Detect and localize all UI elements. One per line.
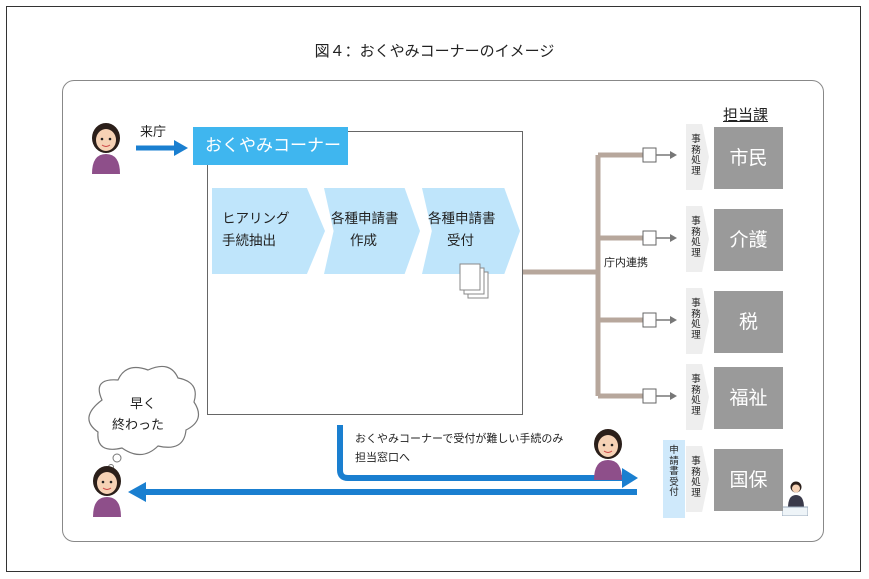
- dept-tax: 税: [714, 291, 783, 353]
- step-form-creation-label: 各種申請書作成: [331, 211, 399, 249]
- processing-tag-1: [686, 124, 709, 190]
- processing-label-3: 事務処理: [691, 298, 701, 341]
- processing-label-1: 事務処理: [691, 134, 701, 177]
- referred-visitor-icon: [594, 429, 622, 480]
- diagram-panel: [62, 80, 824, 542]
- thought-text-line1: 早く: [130, 397, 157, 412]
- step-form-creation: [324, 188, 420, 274]
- processing-tag-5: [686, 446, 709, 512]
- referral-arrowhead: [622, 468, 638, 488]
- dept-welfare: 福祉: [714, 367, 783, 429]
- liaison-connector: [523, 152, 650, 399]
- clerk-small-icon: [782, 481, 808, 516]
- processing-tag-3: [686, 288, 709, 354]
- processing-label-2: 事務処理: [691, 216, 701, 259]
- liaison-label: 庁内連携: [604, 256, 648, 269]
- arrival-arrowhead: [174, 140, 188, 156]
- dept-citizen: 市民: [714, 127, 783, 189]
- step-hearing: [212, 188, 325, 274]
- step-hearing-label: ヒアリング手続抽出: [222, 211, 290, 249]
- visitor-icon: [92, 123, 120, 174]
- step-form-reception-label: 各種申請書受付: [428, 211, 496, 249]
- dept-nursing-care: 介護: [714, 209, 783, 271]
- departing-visitor-icon: [93, 466, 121, 517]
- figure-frame: [6, 6, 861, 572]
- responsible-dept-header: 担当課: [723, 106, 769, 124]
- referral-text-line1: おくやみコーナーで受付が難しい手続のみ: [355, 432, 564, 445]
- thought-bubble: [88, 365, 200, 470]
- return-arrowhead: [128, 482, 146, 502]
- processing-tag-2: [686, 206, 709, 272]
- thought-text-line2: 終わった: [112, 418, 165, 433]
- dept-national-health-insurance: 国保: [714, 449, 783, 511]
- application-reception-tag: [663, 440, 685, 518]
- document-stack-icon: [459, 263, 489, 299]
- processing-tag-4: [686, 364, 709, 430]
- figure-title: 図４：おくやみコーナーのイメージ: [314, 42, 555, 60]
- referral-text-line2: 担当窓口へ: [355, 451, 410, 464]
- step-form-reception: [422, 188, 520, 274]
- referral-arrow: [337, 425, 625, 481]
- okuyami-corner-label: おくやみコーナー: [193, 127, 348, 165]
- processing-label-5: 事務処理: [691, 456, 701, 499]
- document-icons: [642, 147, 677, 404]
- application-reception-label: 申請書受付: [669, 445, 679, 498]
- processing-label-4: 事務処理: [691, 374, 701, 417]
- arrival-label: 来庁: [140, 125, 167, 140]
